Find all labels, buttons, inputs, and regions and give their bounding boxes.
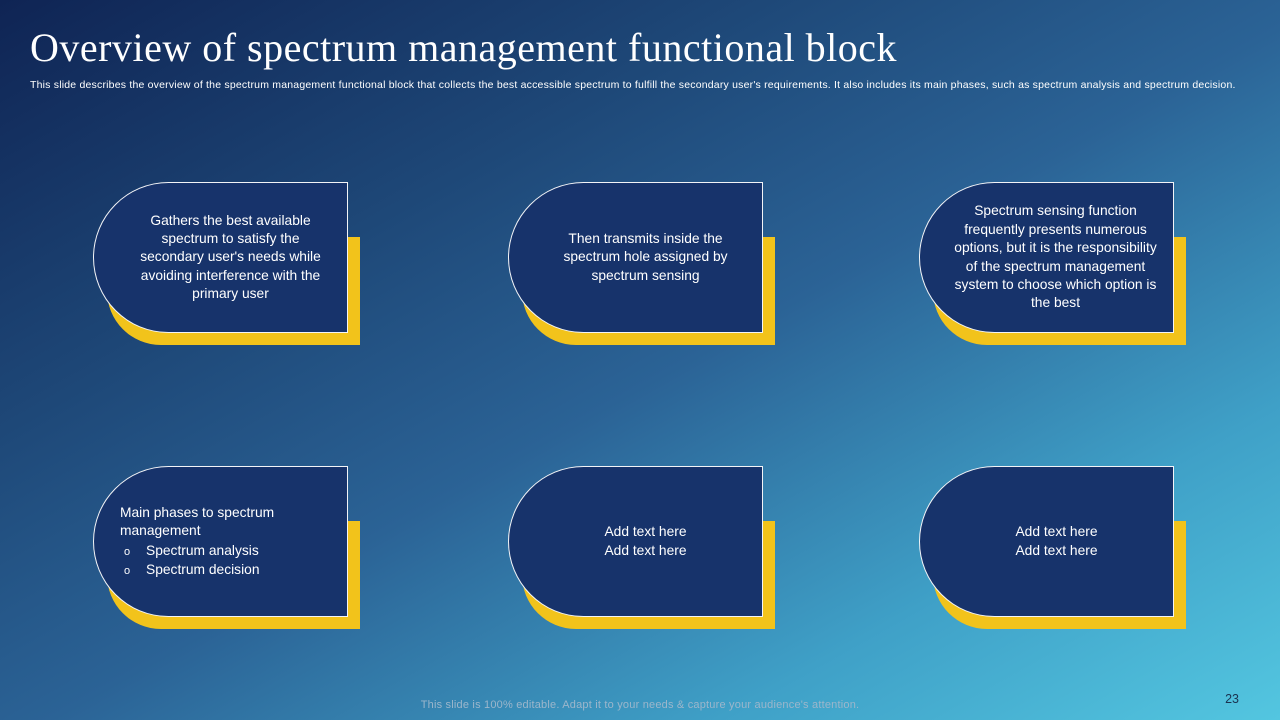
placeholder-line[interactable]: Add text here bbox=[1015, 542, 1098, 558]
card-placeholder-2[interactable]: Add text here Add text here bbox=[919, 466, 1186, 629]
card-body: Gathers the best available spectrum to s… bbox=[93, 182, 348, 333]
card-body: Spectrum sensing function frequently pre… bbox=[919, 182, 1174, 333]
page-title: Overview of spectrum management function… bbox=[30, 25, 898, 70]
card-heading: Main phases to spectrum management bbox=[120, 504, 275, 539]
card-text: Gathers the best available spectrum to s… bbox=[140, 212, 321, 302]
bullet-marker: o bbox=[124, 545, 131, 558]
card-text: Then transmits inside the spectrum hole … bbox=[563, 230, 728, 283]
card-text-block: Add text here Add text here bbox=[1015, 523, 1097, 560]
placeholder-line[interactable]: Add text here bbox=[1015, 524, 1098, 540]
slide-footer-note: This slide is 100% editable. Adapt it to… bbox=[420, 699, 860, 711]
card-text: Spectrum sensing function frequently pre… bbox=[954, 203, 1157, 311]
card-main-phases[interactable]: Main phases to spectrum management o Spe… bbox=[93, 466, 360, 629]
card-body: Main phases to spectrum management o Spe… bbox=[93, 466, 348, 617]
bullet-item: o Spectrum decision bbox=[120, 561, 335, 579]
card-body: Then transmits inside the spectrum hole … bbox=[508, 182, 763, 333]
card-text-block: Add text here Add text here bbox=[604, 523, 686, 560]
placeholder-line[interactable]: Add text here bbox=[604, 542, 687, 558]
card-text-block: Main phases to spectrum management o Spe… bbox=[120, 504, 335, 579]
card-body: Add text here Add text here bbox=[919, 466, 1174, 617]
bullet-marker: o bbox=[124, 564, 131, 577]
bullet-label: Spectrum analysis bbox=[146, 542, 259, 558]
bullet-label: Spectrum decision bbox=[146, 561, 260, 577]
slide-subtitle: This slide describes the overview of the… bbox=[30, 79, 1236, 91]
bullet-item: o Spectrum analysis bbox=[120, 542, 335, 560]
card-gather-spectrum[interactable]: Gathers the best available spectrum to s… bbox=[93, 182, 360, 345]
card-placeholder-1[interactable]: Add text here Add text here bbox=[508, 466, 775, 629]
page-number: 23 bbox=[1225, 692, 1239, 706]
placeholder-line[interactable]: Add text here bbox=[604, 524, 687, 540]
card-body: Add text here Add text here bbox=[508, 466, 763, 617]
card-transmit-spectrum-hole[interactable]: Then transmits inside the spectrum hole … bbox=[508, 182, 775, 345]
card-spectrum-sensing-function[interactable]: Spectrum sensing function frequently pre… bbox=[919, 182, 1186, 345]
